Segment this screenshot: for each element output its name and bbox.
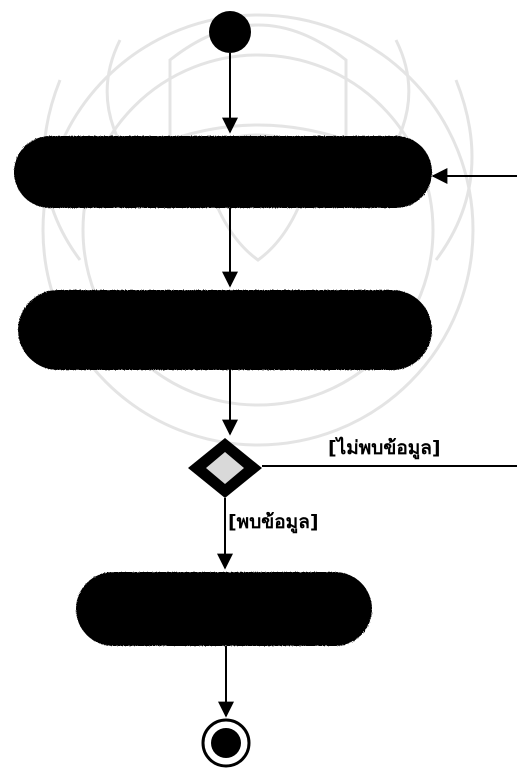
decision-node <box>188 438 262 498</box>
activity-node-3 <box>76 572 372 646</box>
guard-found: [พบข้อมูล] <box>228 511 319 534</box>
final-node <box>201 718 251 768</box>
activity-node-1 <box>14 136 432 208</box>
guard-not-found: [ไม่พบข้อมูล] <box>328 436 441 460</box>
initial-node <box>209 11 251 53</box>
activity-node-2 <box>18 290 432 370</box>
watermark-seal <box>41 13 475 447</box>
